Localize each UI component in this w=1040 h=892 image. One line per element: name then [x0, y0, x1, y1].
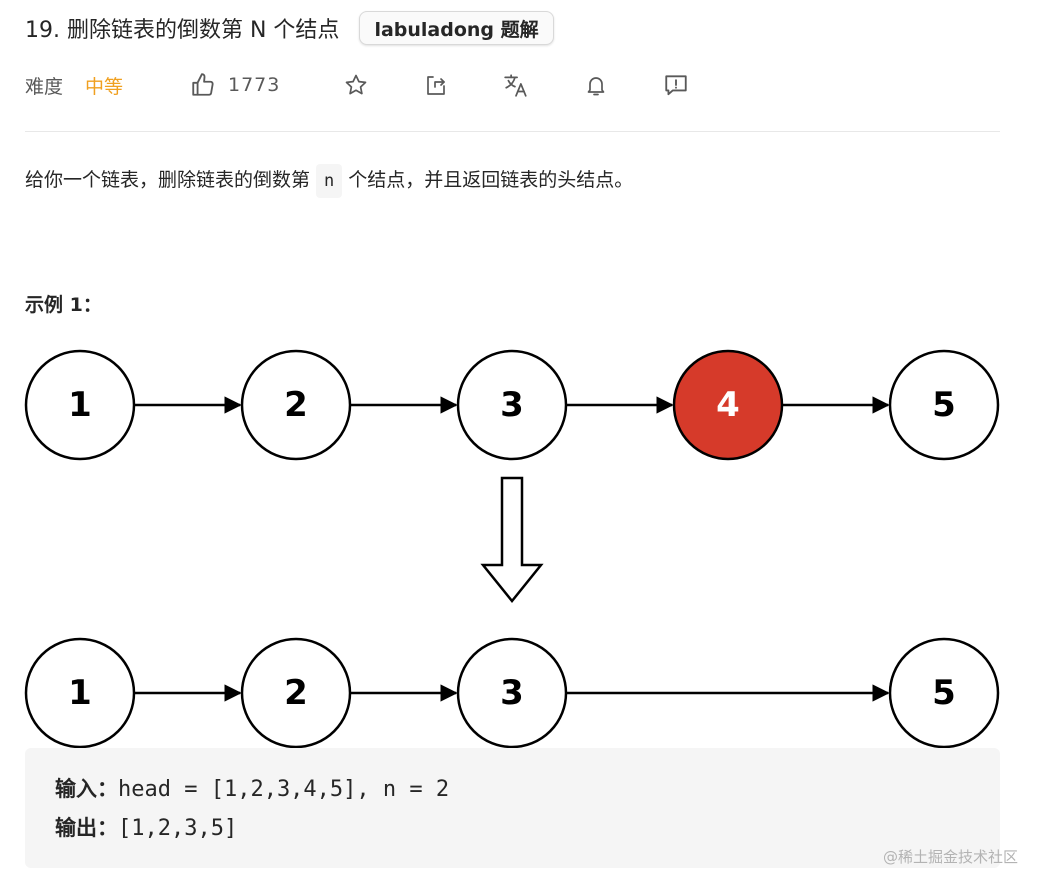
svg-text:1: 1 [68, 673, 92, 713]
bell-icon [584, 73, 608, 97]
difficulty-label: 难度 [25, 75, 64, 98]
svg-text:2: 2 [284, 673, 308, 713]
input-value: head = [1,2,3,4,5], n = 2 [118, 777, 450, 802]
like-count: 1773 [228, 74, 281, 96]
solution-tag-button[interactable]: labuladong 题解 [359, 11, 554, 45]
svg-text:3: 3 [500, 673, 524, 713]
translate-icon [503, 72, 529, 98]
divider [25, 131, 1000, 132]
example-input-line: 输入：head = [1,2,3,4,5], n = 2 [55, 770, 970, 809]
notification-button[interactable] [581, 70, 611, 100]
node-after-5: 5 [888, 637, 1000, 749]
node-after-3: 3 [456, 637, 568, 749]
example-title: 示例 1： [25, 294, 102, 316]
down-arrow [480, 476, 544, 603]
svg-text:5: 5 [932, 385, 956, 425]
feedback-button[interactable] [661, 70, 691, 100]
inline-code-n: n [316, 164, 343, 198]
node-before-2: 2 [240, 349, 352, 461]
share-button[interactable] [421, 70, 451, 100]
problem-title: 19. 删除链表的倒数第 N 个结点 [25, 18, 340, 43]
output-label: 输出： [55, 816, 118, 840]
svg-text:5: 5 [932, 673, 956, 713]
title-row: 19. 删除链表的倒数第 N 个结点 labuladong 题解 [25, 8, 554, 48]
example-output-line: 输出：[1,2,3,5] [55, 809, 970, 848]
node-before-4-removed: 4 [672, 349, 784, 461]
node-after-2: 2 [240, 637, 352, 749]
linked-list-diagram: 1 2 3 4 5 1 2 [24, 349, 1000, 749]
thumbs-up-icon [190, 72, 216, 98]
share-icon [424, 73, 448, 97]
feedback-icon [663, 72, 689, 98]
example-code-block: 输入：head = [1,2,3,4,5], n = 2 输出：[1,2,3,5… [25, 748, 1000, 868]
svg-text:2: 2 [284, 385, 308, 425]
like-button[interactable]: 1773 [190, 72, 280, 98]
meta-toolbar: 难度 中等 1773 [25, 68, 1005, 102]
star-icon [344, 73, 368, 97]
difficulty-value: 中等 [85, 75, 124, 98]
favorite-button[interactable] [341, 70, 371, 100]
node-before-1: 1 [24, 349, 136, 461]
description-text-after: 个结点，并且返回链表的头结点。 [348, 169, 634, 191]
node-after-1: 1 [24, 637, 136, 749]
svg-text:4: 4 [716, 385, 740, 425]
node-before-3: 3 [456, 349, 568, 461]
watermark: @稀土掘金技术社区 [882, 848, 1018, 866]
description-text-before: 给你一个链表，删除链表的倒数第 [25, 169, 311, 191]
svg-text:3: 3 [500, 385, 524, 425]
output-value: [1,2,3,5] [118, 816, 238, 841]
translate-button[interactable] [501, 70, 531, 100]
node-before-5: 5 [888, 349, 1000, 461]
svg-text:1: 1 [68, 385, 92, 425]
input-label: 输入： [55, 777, 118, 801]
